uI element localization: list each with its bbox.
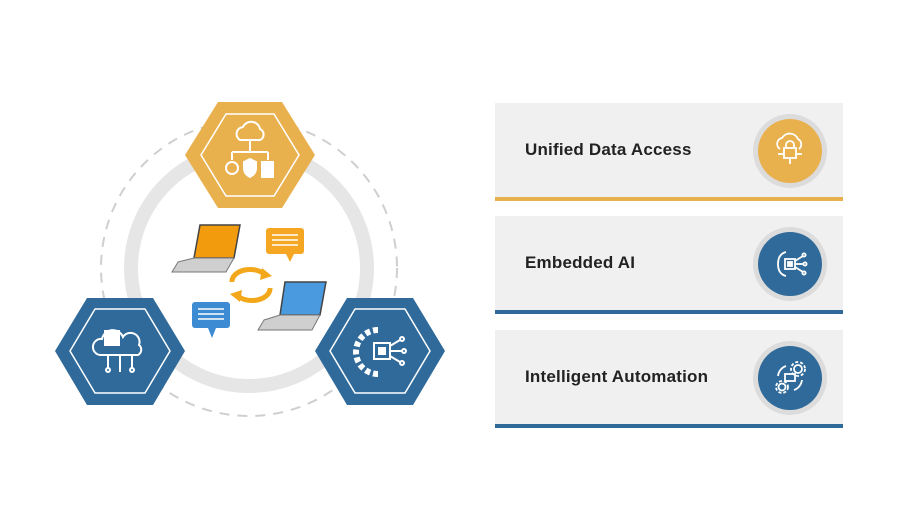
card-accent-bar [495,310,843,314]
hex-left [55,298,185,405]
card-badge [753,114,827,188]
card-embedded-ai: Embedded AI [495,216,843,314]
gear-chip-icon [353,327,407,377]
card-accent-bar [495,197,843,201]
card-badge [753,227,827,301]
feature-diagram [55,102,445,417]
card-unified-data-access: Unified Data Access [495,103,843,201]
card-label: Embedded AI [525,253,636,272]
cloud-lock-icon [776,132,803,164]
card-badge [753,341,827,415]
chat-bubble-blue-icon [192,302,230,338]
card-intelligent-automation: Intelligent Automation [495,330,843,428]
cloud-data-hub-icon [225,120,274,179]
card-label: Intelligent Automation [525,367,709,386]
sync-arrows-icon [229,267,273,303]
card-label: Unified Data Access [525,140,692,159]
cloud-chip-icon [91,329,143,373]
hex-top [185,102,315,208]
chat-bubble-orange-icon [266,228,304,262]
laptop-orange-icon [171,224,241,273]
card-accent-bar [495,424,843,428]
automation-gears-icon [775,361,806,394]
hex-right [315,298,445,405]
laptop-blue-icon [257,281,327,331]
dashed-ring [100,119,398,417]
ai-brain-icon [777,251,808,277]
